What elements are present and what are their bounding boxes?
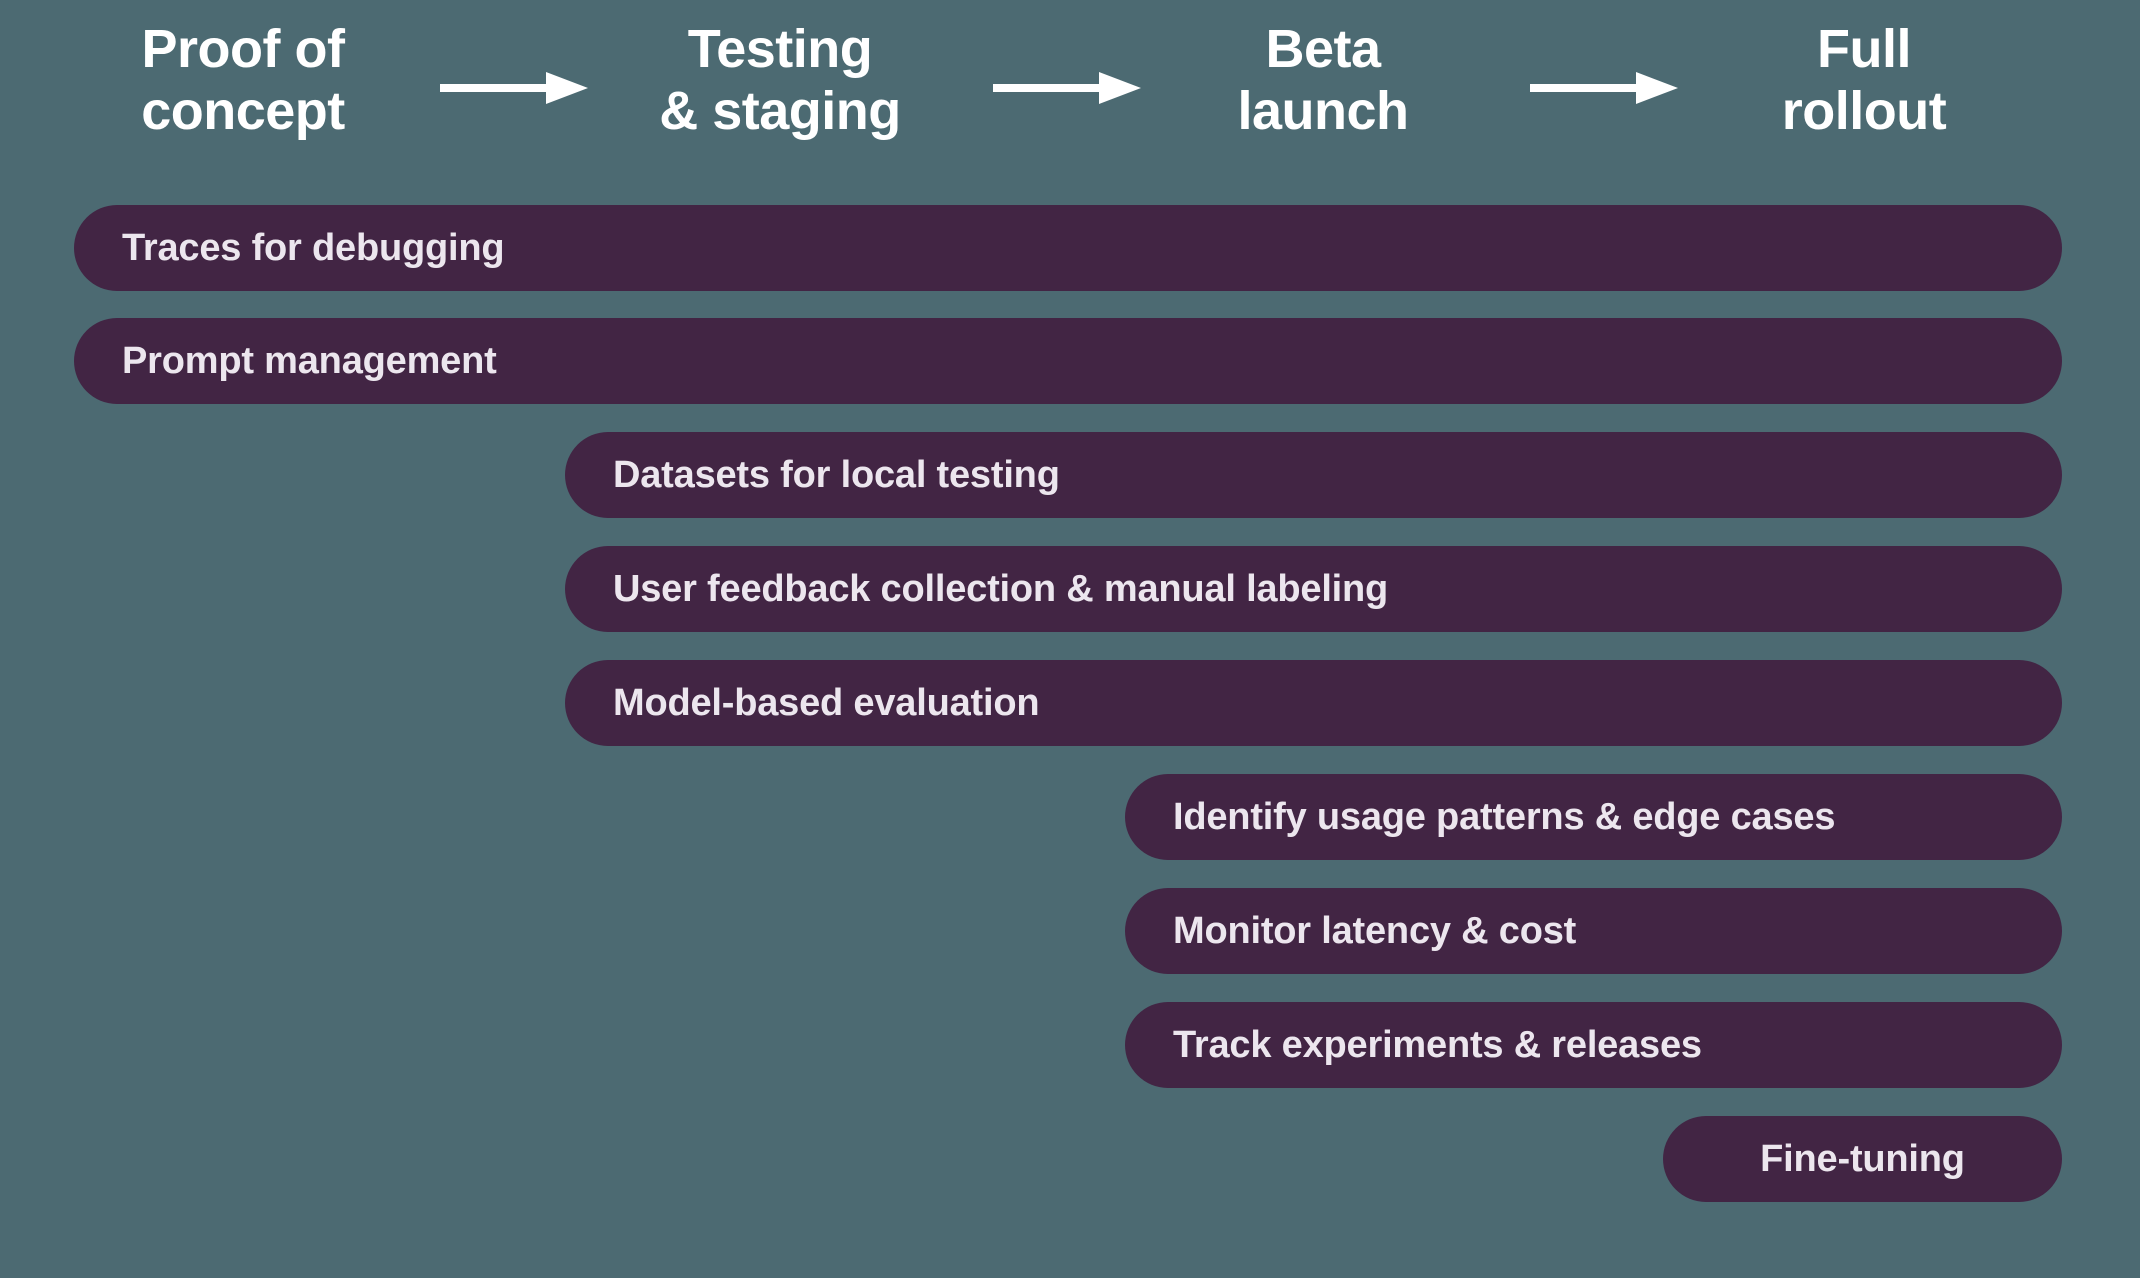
capability-bar-label: Traces for debugging: [122, 227, 505, 269]
arrow-poc-to-testing-icon: [440, 72, 588, 104]
capability-bar[interactable]: Model-based evaluation: [565, 660, 2062, 746]
capability-bar-label: Track experiments & releases: [1173, 1024, 1702, 1066]
capability-bar[interactable]: Identify usage patterns & edge cases: [1125, 774, 2062, 860]
capability-bar[interactable]: Traces for debugging: [74, 205, 2062, 291]
capability-bar[interactable]: Datasets for local testing: [565, 432, 2062, 518]
capability-bar[interactable]: User feedback collection & manual labeli…: [565, 546, 2062, 632]
phase-label-4: Full rollout: [1781, 19, 1947, 141]
capability-bar-label: User feedback collection & manual labeli…: [613, 568, 1389, 610]
phase-label-2: Testing & staging: [659, 19, 901, 141]
phase-label-3: Beta launch: [1237, 19, 1409, 141]
arrow-testing-to-beta-icon: [993, 72, 1141, 104]
capability-bar-label: Identify usage patterns & edge cases: [1173, 796, 1836, 838]
capability-bar-label: Prompt management: [122, 340, 497, 382]
phase-label-1: Proof of concept: [141, 19, 345, 141]
capability-bar-label: Model-based evaluation: [613, 682, 1040, 724]
arrow-beta-to-rollout-icon: [1530, 72, 1678, 104]
capability-bar-label: Fine-tuning: [1760, 1138, 1965, 1180]
capability-bar-label: Datasets for local testing: [613, 454, 1060, 496]
capability-bar-label: Monitor latency & cost: [1173, 910, 1577, 952]
capability-bar[interactable]: Monitor latency & cost: [1125, 888, 2062, 974]
capability-bar[interactable]: Prompt management: [74, 318, 2062, 404]
capability-bar[interactable]: Fine-tuning: [1663, 1116, 2062, 1202]
capability-bar[interactable]: Track experiments & releases: [1125, 1002, 2062, 1088]
